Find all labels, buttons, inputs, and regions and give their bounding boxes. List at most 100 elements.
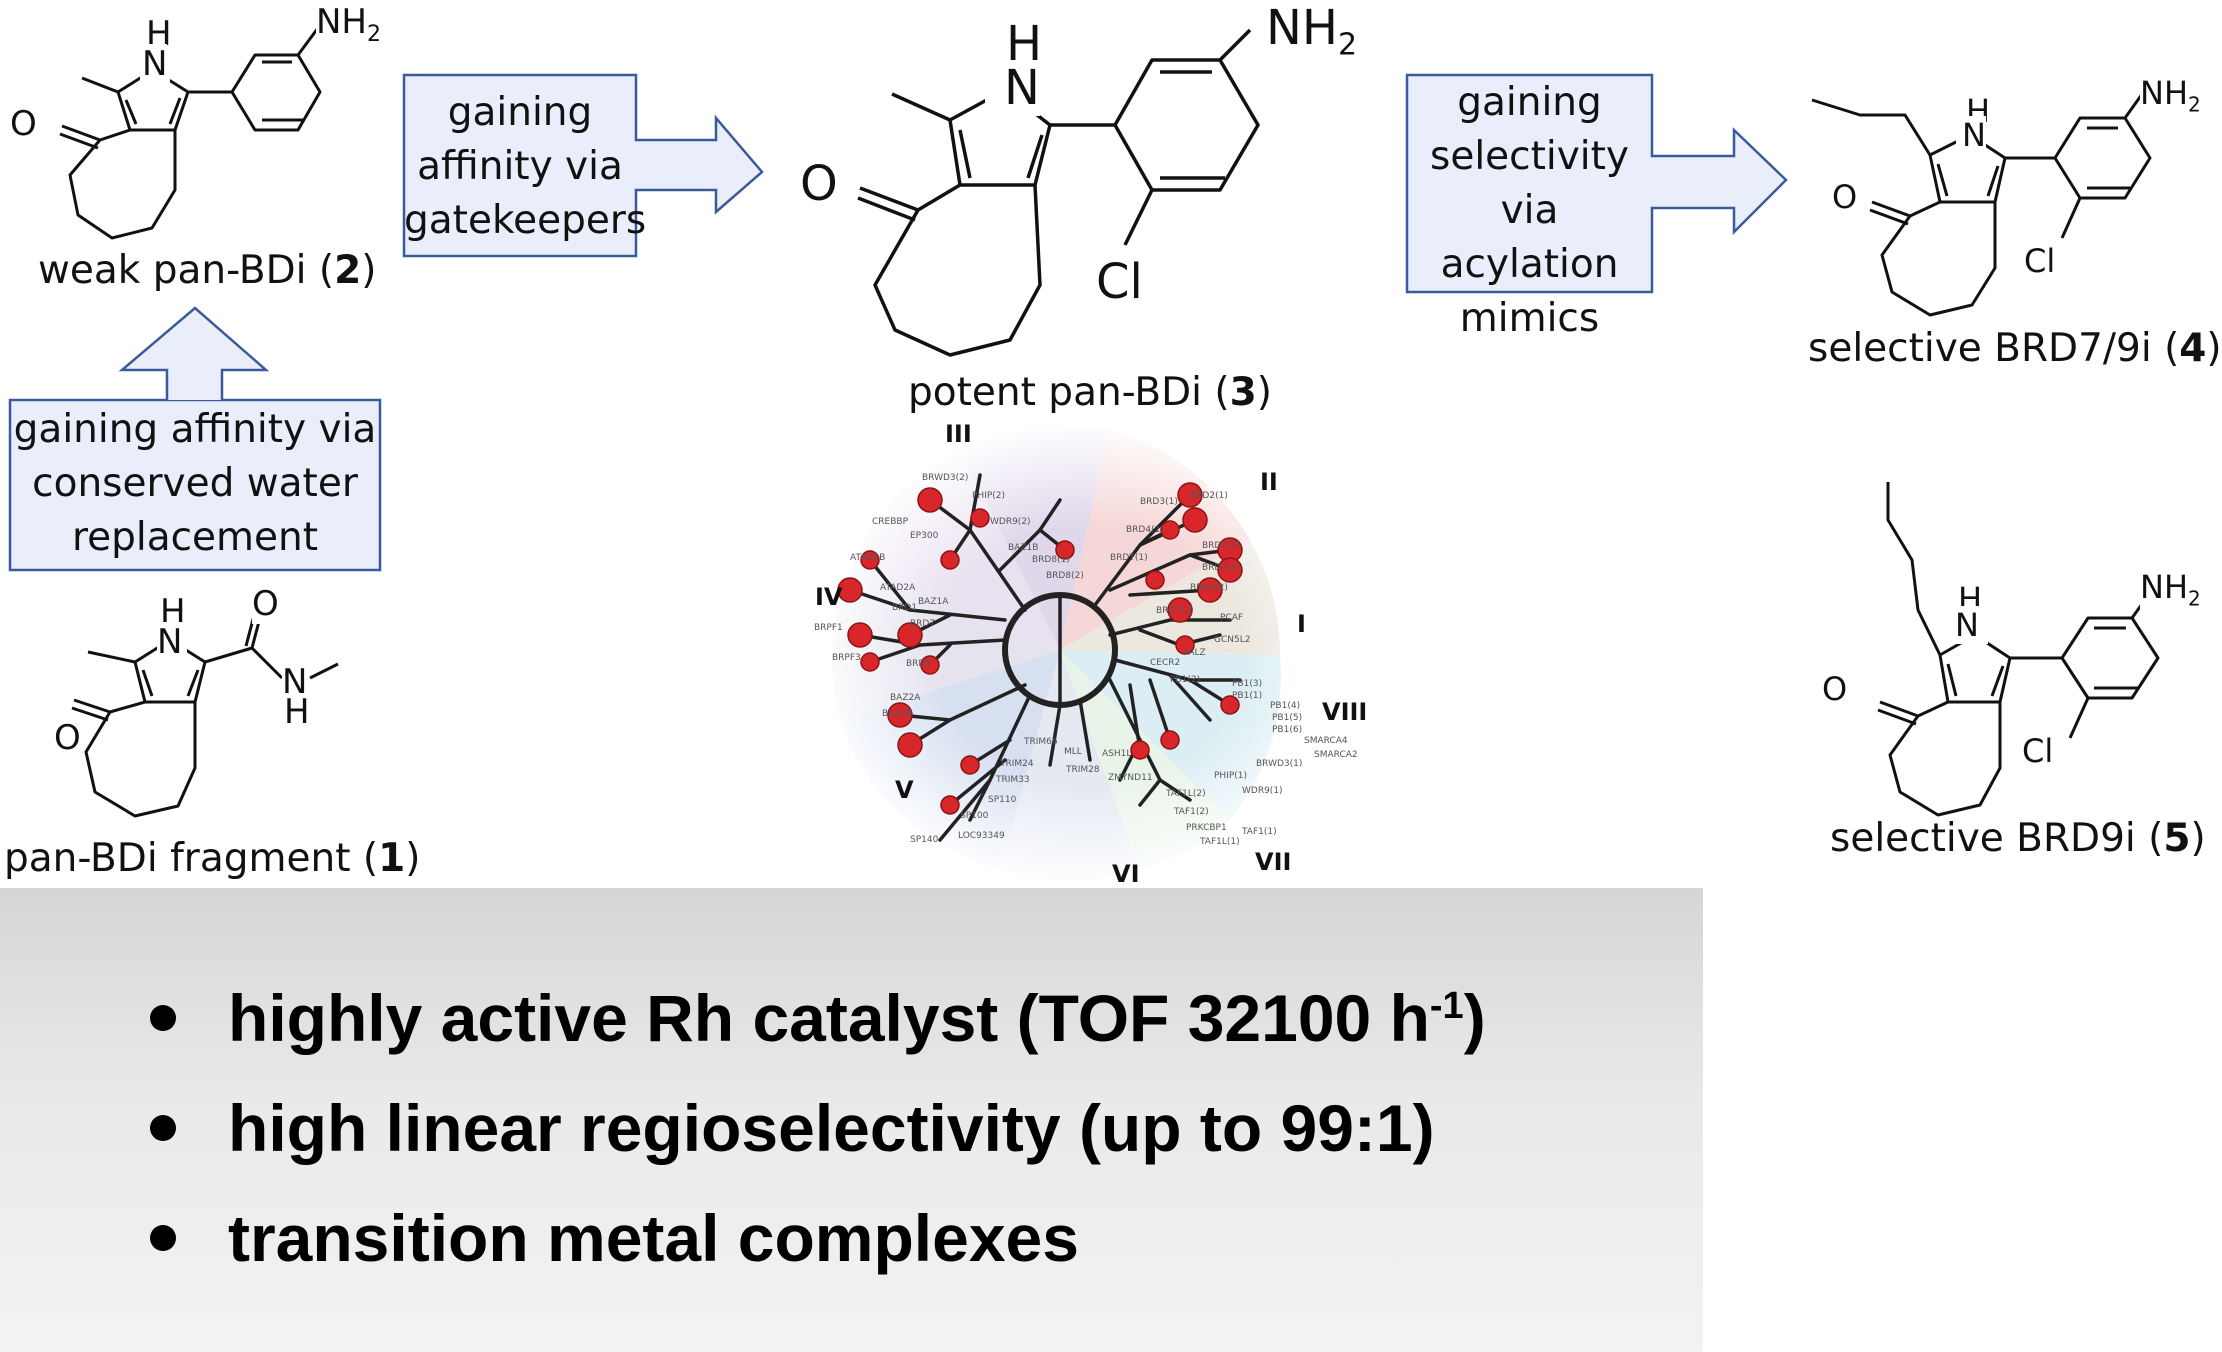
group-label-VII: VII [1255, 848, 1291, 876]
leaf-38: WDR9(1) [1242, 786, 1283, 796]
c1-amide-n: N [282, 662, 308, 702]
leaf-12: BRD7 [910, 619, 935, 629]
c2-nh-n: N [142, 44, 168, 84]
structure-compound-5 [1877, 482, 2160, 817]
c4-nh-n: N [1962, 116, 1986, 154]
leaf-46: SP140 [910, 835, 939, 845]
leaf-19: BRD2(2) [1202, 541, 1240, 551]
leaf-41: TRIM66 [1023, 737, 1058, 747]
c5-nh2-sub: 2 [2188, 586, 2201, 611]
c4-nh2-text: NH [2140, 74, 2188, 112]
c4-cl: Cl [2024, 242, 2056, 280]
leaf-20: BRD3(2) [1202, 563, 1240, 573]
bullet-1-main: highly active Rh catalyst (TOF 32100 h [228, 981, 1430, 1055]
acyl-line-4: mimics [1459, 296, 1600, 341]
bullet-item-2: high linear regioselectivity (up to 99:1… [150, 1090, 1435, 1166]
water-line-2: conserved water [32, 461, 358, 506]
c4-label-number: 4 [2179, 326, 2207, 371]
leaf-49: TRIM28 [1065, 765, 1100, 775]
c2-o: O [10, 104, 37, 144]
compound-3-label: potent pan-BDi (3) [908, 370, 1272, 415]
compound-4-label: selective BRD7/9i (4) [1808, 326, 2222, 371]
leaf-34: SMARCA4 [1304, 736, 1348, 746]
c2-label-prefix: weak pan-BDi ( [38, 248, 335, 293]
c3-nh2-text: NH [1266, 0, 1338, 56]
water-line-1: gaining affinity via [13, 407, 377, 452]
c1-ketone-o: O [54, 718, 81, 758]
acylation-mimics-arrow [1405, 73, 1788, 294]
c5-cl: Cl [2022, 732, 2054, 770]
acyl-line-3: via acylation [1440, 188, 1619, 287]
leaf-51: ZMYND11 [1108, 773, 1153, 783]
leaf-32: PB1(5) [1272, 713, 1302, 723]
gate-line-3: gatekeepers [404, 198, 647, 243]
bullet-text-1: highly active Rh catalyst (TOF 32100 h-1… [228, 980, 1486, 1056]
c5-o: O [1822, 670, 1848, 708]
bullet-text-2: high linear regioselectivity (up to 99:1… [228, 1091, 1435, 1165]
bullet-dot-icon [150, 1005, 176, 1031]
c1-label-prefix: pan-BDi fragment ( [4, 836, 379, 881]
leaf-43: TRIM33 [995, 775, 1030, 785]
leaf-23: BRDT(2) [1156, 606, 1194, 616]
c4-label-suffix: ) [2206, 326, 2222, 371]
leaf-2: WDR9(2) [990, 517, 1031, 527]
c1-label-suffix: ) [405, 836, 421, 881]
gate-line-1: gaining [447, 90, 593, 135]
leaf-42: TRIM24 [999, 759, 1034, 769]
group-label-III: III [945, 420, 972, 448]
bullet-dot-icon [150, 1115, 176, 1141]
leaf-22: BRDT(1) [1110, 553, 1148, 563]
group-label-I: I [1297, 610, 1306, 638]
group-label-V: V [895, 776, 914, 804]
c3-o: O [800, 156, 838, 212]
bullet-item-3: transition metal complexes [150, 1200, 1079, 1276]
leaf-24: PCAF [1220, 613, 1243, 623]
structure-compound-1 [71, 607, 339, 818]
leaf-48: MLL [1064, 747, 1082, 757]
leaf-27: CECR2 [1150, 658, 1180, 668]
bullet-text-3: transition metal complexes [228, 1201, 1079, 1275]
c4-nh2-sub: 2 [2188, 92, 2201, 117]
bullet-1-tail: ) [1463, 981, 1486, 1055]
water-line-3: replacement [71, 515, 319, 560]
tree-group-labels: III II IV I VIII V VI VII [815, 420, 1367, 888]
c1-label-number: 1 [378, 836, 406, 881]
c1-nh-n: N [157, 622, 183, 662]
c4-nh2: NH2 [2140, 74, 2201, 117]
bullet-dot-icon [150, 1225, 176, 1251]
leaf-6: BRD8(1) [1032, 555, 1070, 565]
c3-nh-n: N [1004, 60, 1040, 116]
c2-nh2-sub: 2 [367, 21, 381, 47]
tree-target-dots [837, 482, 1243, 815]
leaf-45: SP100 [960, 811, 989, 821]
leaf-26: FALZ [1184, 648, 1206, 658]
leaf-54: PRKCBP1 [1186, 823, 1227, 833]
acylation-text: gaining selectivity via acylation mimics [1407, 76, 1652, 346]
c5-nh2: NH2 [2140, 568, 2201, 611]
c3-label-prefix: potent pan-BDi ( [908, 370, 1230, 415]
c2-nh2: NH2 [316, 2, 381, 47]
c3-nh2-sub: 2 [1338, 27, 1358, 63]
leaf-17: BRD2(1) [1190, 491, 1228, 501]
leaf-36: BRWD3(1) [1256, 759, 1302, 769]
leaf-21: BRD4(2) [1190, 583, 1228, 593]
leaf-0: BRWD3(2) [922, 473, 968, 483]
c2-label-number: 2 [334, 248, 362, 293]
gate-line-2: affinity via [417, 144, 623, 189]
arrow-layer [8, 73, 1788, 572]
leaf-30: PB1(1) [1232, 691, 1262, 701]
leaf-50: ASH1L [1102, 749, 1131, 759]
gatekeepers-arrow [402, 73, 764, 258]
leaf-28: PB1(2) [1170, 675, 1200, 685]
bullet-item-1: highly active Rh catalyst (TOF 32100 h-1… [150, 980, 1486, 1056]
summary-panel: highly active Rh catalyst (TOF 32100 h-1… [0, 888, 1703, 1352]
c3-cl: Cl [1096, 254, 1143, 310]
c3-label-number: 3 [1229, 370, 1257, 415]
acyl-line-1: gaining [1457, 80, 1602, 125]
compound-2-label: weak pan-BDi (2) [38, 248, 376, 293]
group-label-VI: VI [1112, 860, 1140, 888]
water-replacement-arrow [8, 398, 382, 572]
leaf-9: ATAD2A [880, 583, 916, 593]
gatekeepers-text: gaining affinity via gatekeepers [404, 86, 647, 248]
c3-nh2: NH2 [1266, 0, 1358, 63]
